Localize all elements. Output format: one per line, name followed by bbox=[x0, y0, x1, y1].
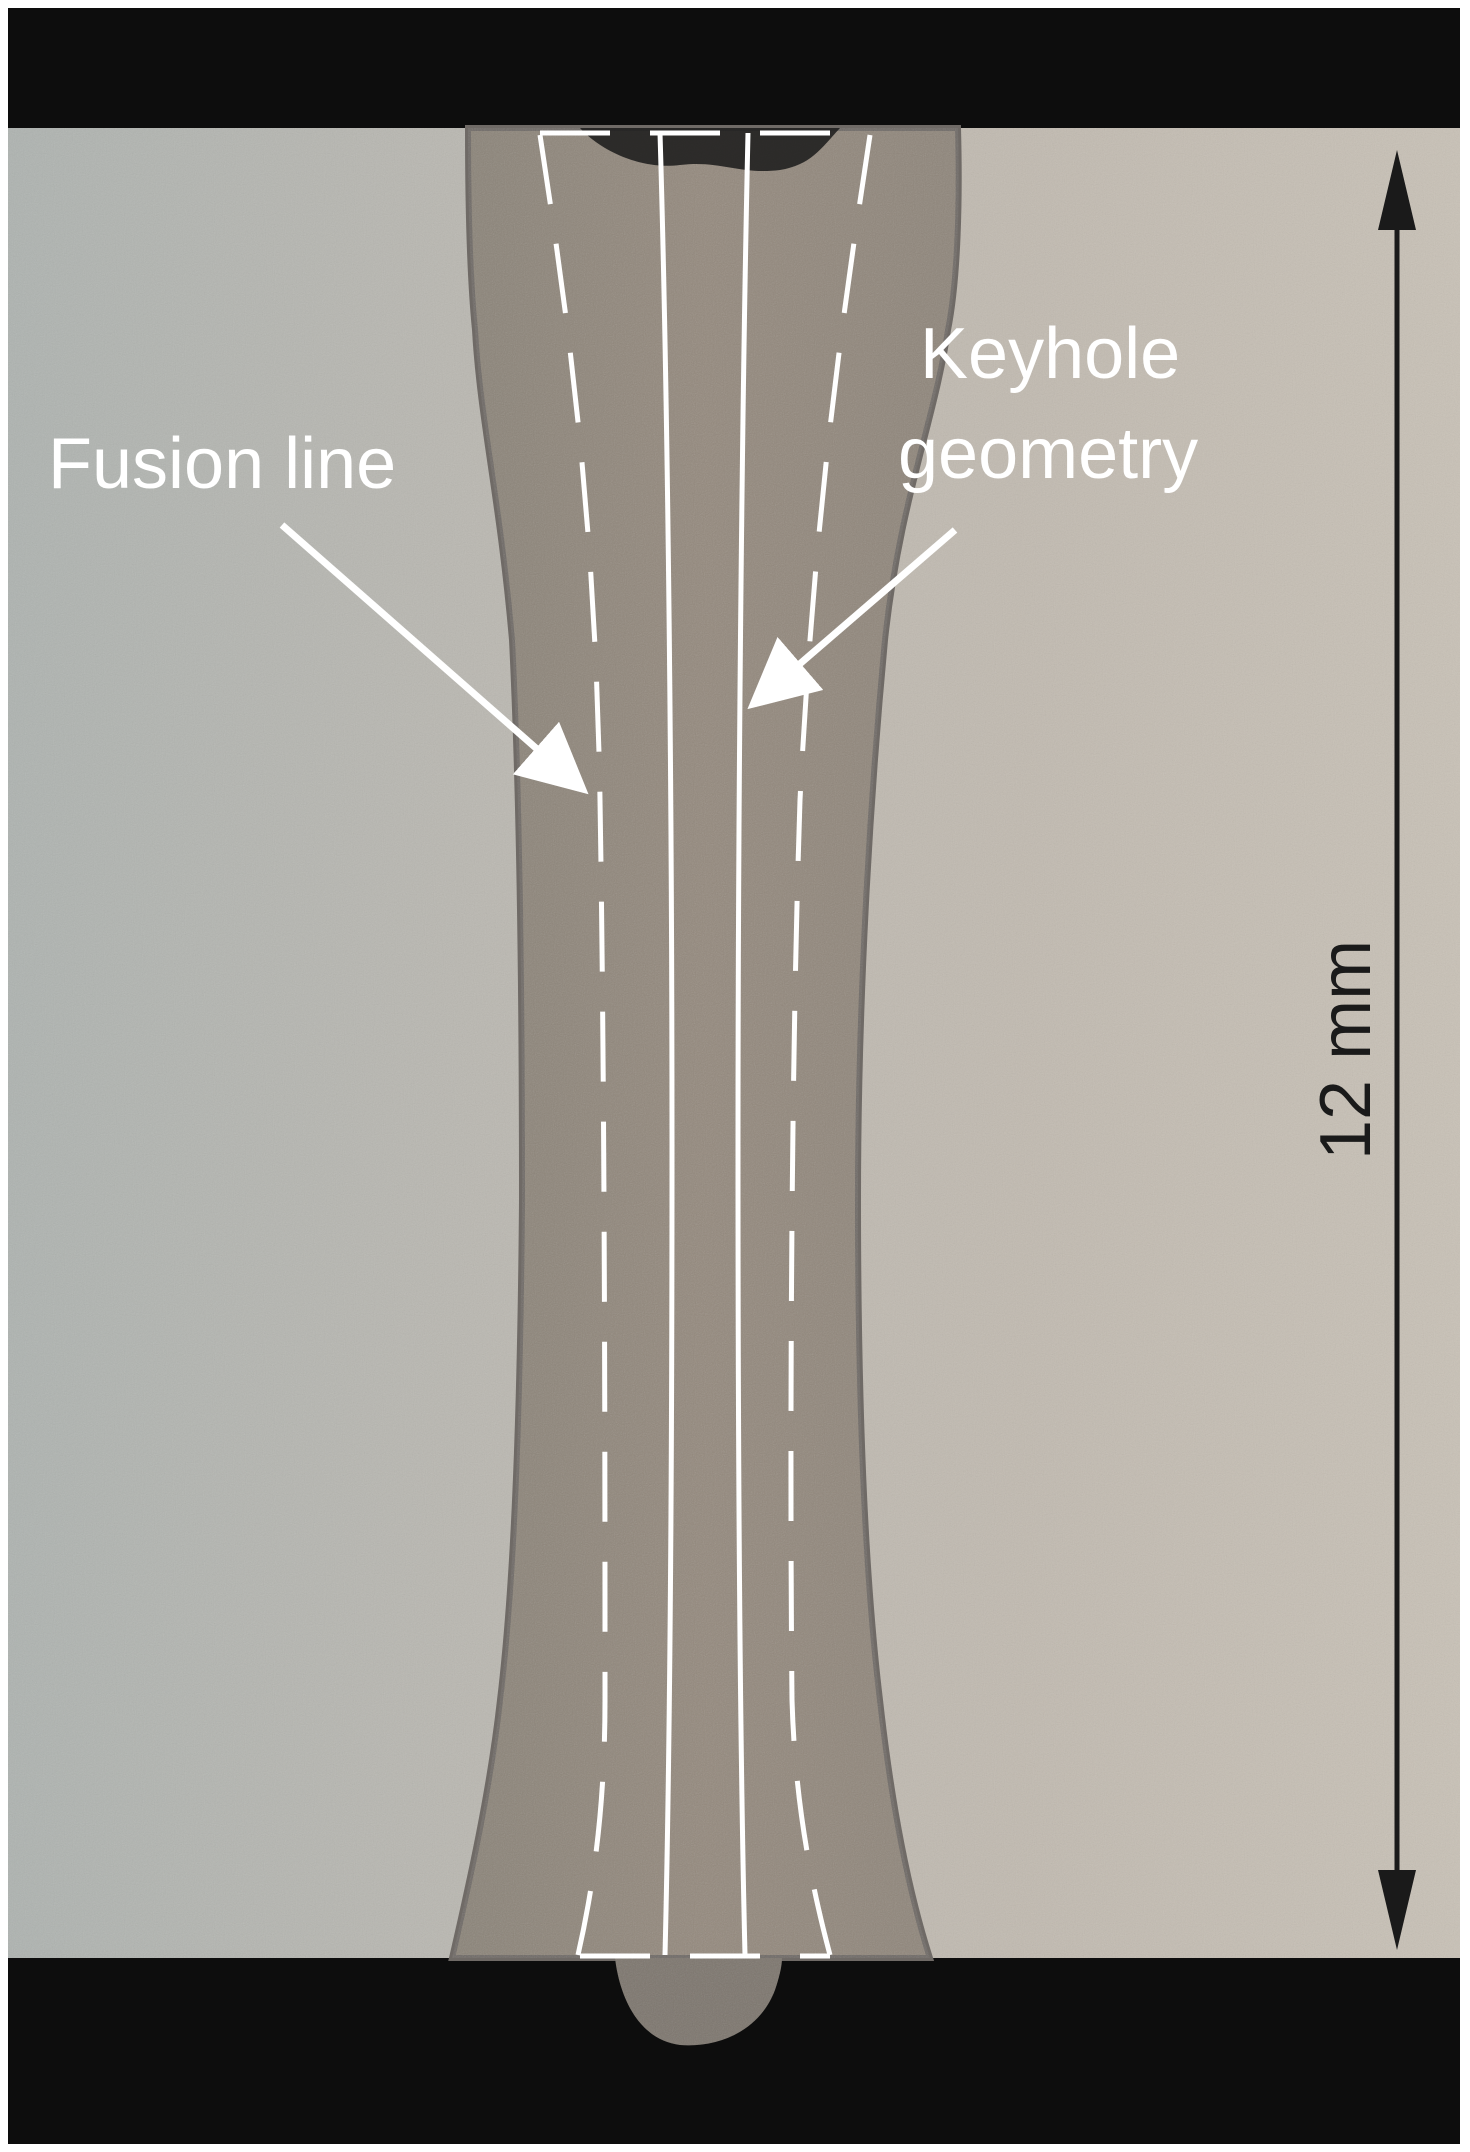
keyhole-arrow bbox=[747, 527, 958, 710]
fusion-line-dashed bbox=[537, 130, 873, 1959]
keyhole-geometry-lines bbox=[657, 132, 751, 1956]
keyhole-label-line1: Keyhole bbox=[920, 314, 1180, 394]
fusion-line-arrow bbox=[279, 522, 589, 795]
scale-bar bbox=[1378, 150, 1416, 1950]
scale-bar-bottom-arrowhead bbox=[1378, 1870, 1416, 1950]
scale-bar-top-arrowhead bbox=[1378, 150, 1416, 230]
weld-top-crown bbox=[580, 128, 840, 172]
scale-bar-label: 12 mm bbox=[1306, 940, 1386, 1160]
fusion-line-label: Fusion line bbox=[48, 424, 396, 504]
keyhole-label-line2: geometry bbox=[898, 414, 1198, 494]
weld-grain bbox=[452, 128, 959, 1958]
weld-root-grain bbox=[615, 1958, 782, 2046]
